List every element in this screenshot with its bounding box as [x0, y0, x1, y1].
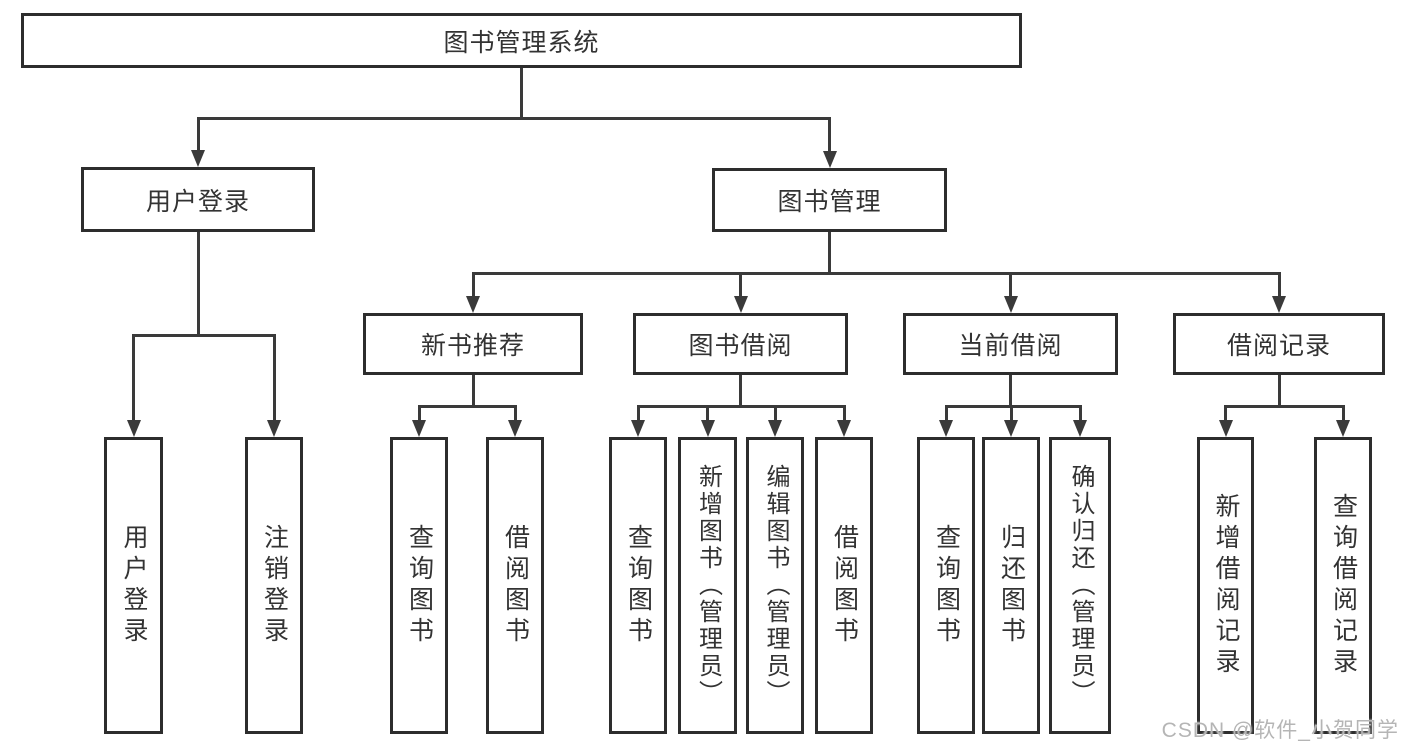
edge-shaft-records — [1277, 273, 1281, 297]
node-label-leaf-return: 归还图书 — [997, 523, 1026, 648]
arrow-down-icon-leaf-query-record — [1336, 420, 1350, 437]
arrow-down-icon-current — [1003, 296, 1018, 313]
arrow-down-icon-leaf-query3 — [939, 420, 953, 437]
arrow-down-icon-leaf-query2 — [631, 420, 645, 437]
node-new-books: 新书推荐 — [363, 313, 583, 375]
node-label-leaf-edit-book: 编辑图书（管理员） — [762, 464, 789, 707]
edge-stem-new-books — [471, 375, 475, 406]
node-leaf-edit-book: 编辑图书（管理员） — [746, 437, 804, 734]
node-label-leaf-logout: 注销登录 — [260, 523, 289, 648]
edge-shaft-leaf-confirm — [1078, 406, 1082, 421]
node-label-borrowing: 图书借阅 — [688, 332, 793, 360]
edge-rail-new-books — [417, 404, 517, 408]
node-label-leaf-query2: 查询图书 — [624, 523, 653, 648]
node-label-leaf-borrow1: 借阅图书 — [501, 523, 530, 648]
edge-rail-book-mgmt — [471, 271, 1281, 275]
node-label-records: 借阅记录 — [1226, 332, 1331, 360]
node-book-mgmt: 图书管理 — [712, 168, 947, 232]
arrow-down-icon-leaf-add-book — [700, 420, 715, 437]
edge-shaft-leaf-query1 — [417, 406, 421, 421]
edge-shaft-leaf-return — [1009, 406, 1013, 421]
arrow-down-icon-leaf-borrow1 — [508, 420, 522, 437]
edge-shaft-leaf-borrow1 — [513, 406, 517, 421]
edge-rail-user-login — [132, 333, 276, 337]
node-user-login: 用户登录 — [81, 167, 315, 232]
node-label-leaf-login: 用户登录 — [120, 523, 148, 648]
arrow-down-icon-borrowing — [733, 296, 748, 313]
node-label-leaf-add-record: 新增借阅记录 — [1212, 492, 1240, 679]
node-label-book-mgmt: 图书管理 — [777, 188, 882, 216]
edge-shaft-leaf-borrow2 — [842, 406, 846, 421]
node-borrowing: 图书借阅 — [633, 313, 848, 375]
node-leaf-query3: 查询图书 — [917, 437, 975, 734]
arrow-down-icon-book-mgmt — [822, 151, 837, 168]
edge-shaft-leaf-login — [132, 335, 135, 421]
edge-stem-user-login — [196, 232, 200, 335]
arrow-down-icon-records — [1272, 296, 1286, 313]
edge-stem-root — [520, 68, 523, 118]
edge-shaft-borrowing — [739, 273, 742, 297]
node-current: 当前借阅 — [903, 313, 1118, 375]
edge-shaft-leaf-query2 — [636, 406, 640, 421]
edge-shaft-user-login — [196, 118, 200, 151]
watermark: CSDN @软件_小贺同学 — [1161, 719, 1399, 742]
node-root: 图书管理系统 — [21, 13, 1022, 68]
edge-stem-book-mgmt — [828, 232, 831, 273]
edge-stem-records — [1277, 375, 1281, 406]
node-label-root: 图书管理系统 — [443, 28, 600, 57]
edge-shaft-new-books — [471, 273, 475, 297]
node-label-leaf-query-record: 查询借阅记录 — [1329, 492, 1358, 679]
arrow-down-icon-leaf-query1 — [412, 420, 426, 437]
edge-shaft-book-mgmt — [828, 118, 831, 152]
node-leaf-borrow1: 借阅图书 — [486, 437, 544, 734]
arrow-down-icon-new-books — [466, 296, 480, 313]
edge-shaft-current — [1009, 273, 1012, 297]
edge-shaft-leaf-edit-book — [773, 406, 777, 421]
arrow-down-icon-leaf-edit-book — [768, 420, 782, 437]
node-records: 借阅记录 — [1173, 313, 1385, 375]
arrow-down-icon-leaf-logout — [267, 420, 281, 437]
edge-shaft-leaf-query3 — [944, 406, 948, 421]
edge-shaft-leaf-logout — [272, 335, 276, 421]
arrow-down-icon-leaf-confirm — [1073, 420, 1087, 437]
node-label-leaf-query1: 查询图书 — [405, 523, 434, 648]
edge-shaft-leaf-add-record — [1224, 406, 1227, 421]
node-label-new-books: 新书推荐 — [420, 332, 525, 360]
node-leaf-return: 归还图书 — [982, 437, 1040, 734]
node-leaf-query-record: 查询借阅记录 — [1314, 437, 1372, 734]
node-label-current: 当前借阅 — [958, 332, 1063, 360]
edge-stem-current — [1009, 375, 1012, 406]
node-leaf-query2: 查询图书 — [609, 437, 667, 734]
node-label-user-login: 用户登录 — [145, 187, 250, 216]
edge-rail-root — [196, 116, 831, 120]
node-leaf-confirm: 确认归还（管理员） — [1049, 437, 1111, 734]
node-label-leaf-add-book: 新增图书（管理员） — [694, 464, 722, 707]
node-leaf-add-record: 新增借阅记录 — [1197, 437, 1254, 734]
edge-rail-current — [944, 404, 1082, 408]
edge-shaft-leaf-add-book — [706, 406, 709, 421]
arrow-down-icon-leaf-borrow2 — [837, 420, 851, 437]
node-leaf-query1: 查询图书 — [390, 437, 448, 734]
node-label-leaf-query3: 查询图书 — [932, 523, 961, 648]
edge-rail-borrowing — [636, 404, 846, 408]
arrow-down-icon-leaf-add-record — [1218, 420, 1233, 437]
arrow-down-icon-leaf-login — [126, 420, 141, 437]
node-leaf-logout: 注销登录 — [245, 437, 303, 734]
node-label-leaf-borrow2: 借阅图书 — [830, 523, 859, 648]
node-leaf-borrow2: 借阅图书 — [815, 437, 873, 734]
node-leaf-add-book: 新增图书（管理员） — [678, 437, 737, 734]
arrow-down-icon-user-login — [191, 150, 205, 167]
arrow-down-icon-leaf-return — [1004, 420, 1018, 437]
edge-rail-records — [1224, 404, 1345, 408]
edge-stem-borrowing — [739, 375, 742, 406]
edge-shaft-leaf-query-record — [1341, 406, 1345, 421]
node-label-leaf-confirm: 确认归还（管理员） — [1067, 464, 1094, 707]
node-leaf-login: 用户登录 — [104, 437, 163, 734]
